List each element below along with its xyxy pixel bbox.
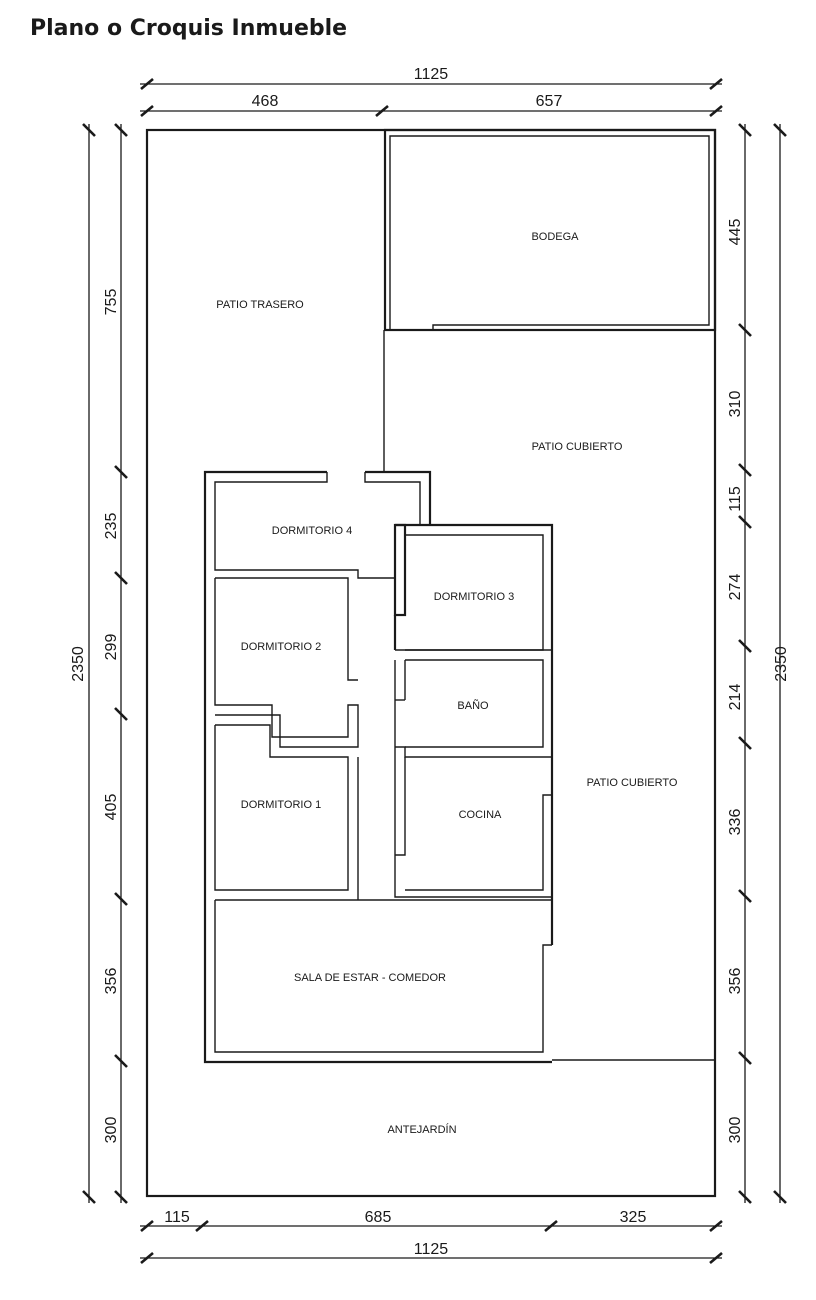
dormitorio-4-walls — [214, 472, 421, 579]
dim-right-3: 115 — [727, 486, 744, 512]
dim-right-8: 300 — [727, 1117, 744, 1144]
right-block-walls — [393, 523, 552, 901]
label-cocina: COCINA — [459, 809, 502, 821]
dim-right-6: 336 — [727, 809, 744, 836]
dim-bottom-total: 1125 — [414, 1241, 449, 1258]
label-sala: SALA DE ESTAR - COMEDOR — [294, 972, 446, 984]
label-patio-cubierto-top: PATIO CUBIERTO — [532, 441, 623, 453]
dim-left-6: 300 — [103, 1117, 120, 1144]
bottom-dimensions — [140, 1220, 723, 1264]
label-bano: BAÑO — [457, 699, 489, 712]
dim-left-4: 405 — [103, 794, 120, 821]
dim-bottom-mid: 685 — [365, 1209, 392, 1226]
label-antejardin: ANTEJARDÍN — [387, 1123, 456, 1136]
dim-left-total: 2350 — [70, 646, 87, 682]
dim-right-total: 2350 — [773, 646, 790, 682]
label-patio-cubierto-right: PATIO CUBIERTO — [587, 777, 678, 789]
dormitorio-1-walls — [214, 724, 359, 900]
left-dimensions — [82, 123, 128, 1204]
dim-top-right: 657 — [536, 93, 563, 110]
dim-right-5: 214 — [727, 684, 744, 711]
right-dimensions — [738, 123, 787, 1204]
dim-top-left: 468 — [252, 93, 279, 110]
dim-top-total: 1125 — [414, 66, 449, 83]
label-dormitorio-4: DORMITORIO 4 — [272, 525, 352, 537]
bodega-walls — [383, 128, 717, 332]
dim-right-7: 356 — [727, 968, 744, 995]
dim-right-1: 445 — [727, 219, 744, 246]
dim-right-2: 310 — [727, 391, 744, 418]
dim-left-2: 235 — [103, 513, 120, 540]
page-title: Plano o Croquis Inmueble — [30, 16, 348, 41]
lot-boundary — [145, 128, 717, 1198]
house-shell — [203, 470, 715, 1064]
dim-left-5: 356 — [103, 968, 120, 995]
sala-walls — [214, 899, 552, 1053]
top-dimensions — [140, 78, 723, 117]
label-dormitorio-2: DORMITORIO 2 — [241, 641, 321, 653]
dormitorio-2-walls — [214, 577, 359, 748]
label-dormitorio-3: DORMITORIO 3 — [434, 591, 514, 603]
dim-right-4: 274 — [727, 574, 744, 601]
dim-bottom-right: 325 — [620, 1209, 647, 1226]
dim-left-3: 299 — [103, 634, 120, 661]
dim-bottom-left: 115 — [164, 1209, 190, 1226]
label-dormitorio-1: DORMITORIO 1 — [241, 799, 321, 811]
label-bodega: BODEGA — [531, 231, 579, 243]
label-patio-trasero: PATIO TRASERO — [216, 299, 304, 311]
dim-left-1: 755 — [103, 289, 120, 316]
